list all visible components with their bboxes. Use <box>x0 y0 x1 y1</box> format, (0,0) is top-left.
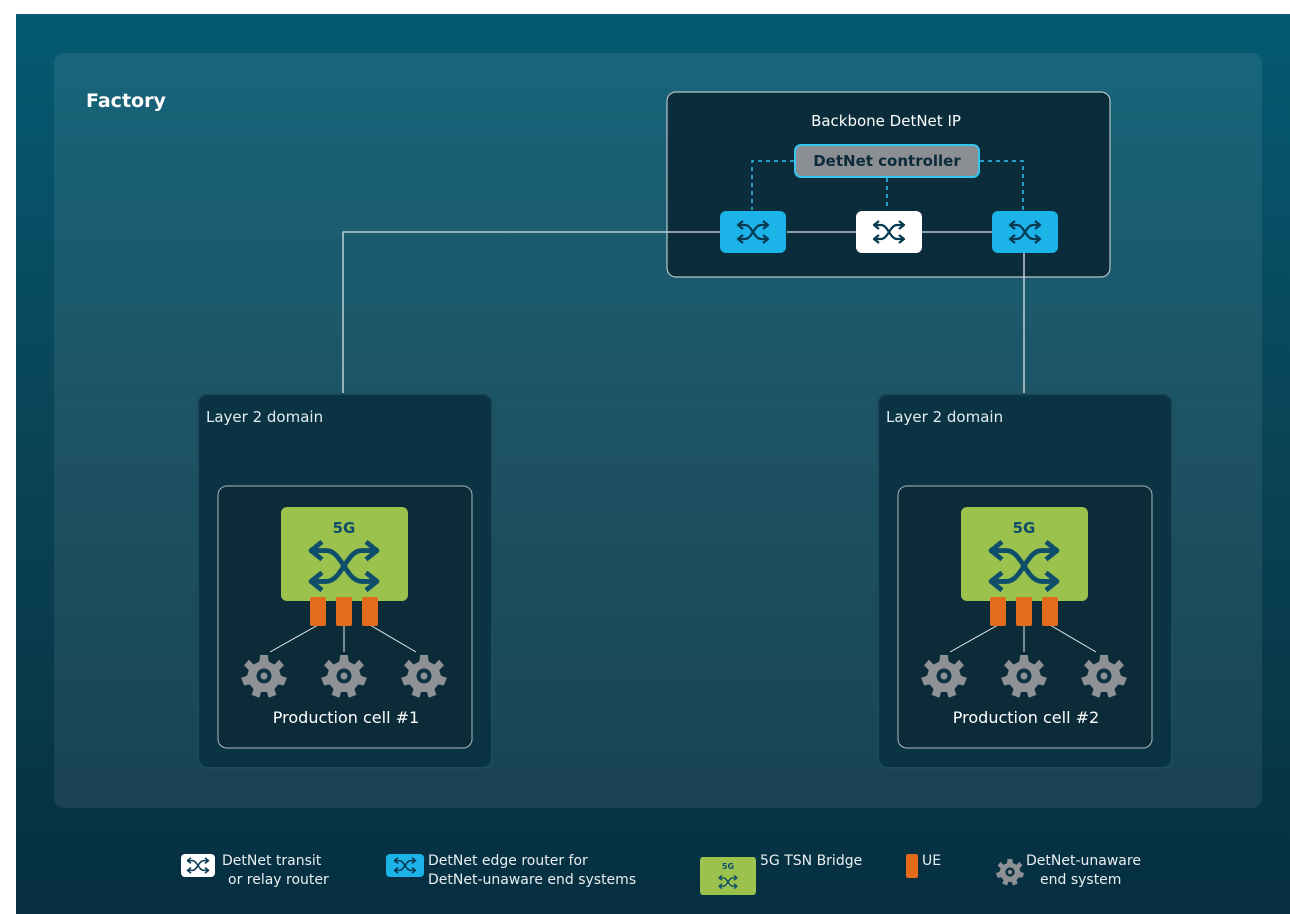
legend-tsn-bridge: 5G TSN Bridge <box>760 853 863 869</box>
legend-gear-icon <box>995 858 1025 886</box>
bridge-badge-2: 5G <box>1013 519 1036 537</box>
production-cell-label-1: Production cell #1 <box>272 708 420 727</box>
ue-group-1 <box>310 597 378 626</box>
legend-transit-router: DetNet transit or relay router <box>222 852 362 890</box>
control-links <box>751 160 1024 210</box>
layer2-domain-label-2: Layer 2 domain <box>886 408 1004 426</box>
legend-edge-line1: DetNet edge router for <box>428 853 588 869</box>
ue-group-2 <box>990 597 1058 626</box>
layer2-domain-label-1: Layer 2 domain <box>206 408 324 426</box>
legend-5g-bridge-icon: 5G <box>700 857 756 895</box>
legend-ue: UE <box>922 853 942 869</box>
detnet-controller: DetNet controller <box>794 144 980 178</box>
backbone-title: Backbone DetNet IP <box>811 112 961 130</box>
5g-tsn-bridge-2: 5G <box>961 507 1088 601</box>
legend-transit-router-icon <box>181 854 215 877</box>
production-cell-label-2: Production cell #2 <box>952 708 1100 727</box>
5g-tsn-bridge-1: 5G <box>281 507 408 601</box>
legend-end-line1: DetNet-unaware <box>1026 853 1141 869</box>
legend-transit-line1: DetNet transit <box>222 853 322 869</box>
ue-links-2 <box>949 624 1097 653</box>
factory-title: Factory <box>86 90 166 112</box>
legend-transit-line2: or relay router <box>228 872 329 888</box>
legend-end-line2: end system <box>1040 872 1122 888</box>
legend-ue-icon <box>906 854 918 878</box>
ue-links-1 <box>269 624 417 653</box>
transit-router <box>856 211 922 253</box>
legend-end-system: DetNet-unaware end system <box>1026 852 1166 890</box>
diagram-drawing: 5G 5G 5G <box>54 53 1262 895</box>
bridge-badge-1: 5G <box>333 519 356 537</box>
legend-bridge-badge: 5G <box>722 862 734 871</box>
edge-router-left <box>720 211 786 253</box>
legend-edge-router-icon <box>386 854 424 877</box>
legend-edge-line2: DetNet-unaware end systems <box>428 872 637 888</box>
legend-edge-router: DetNet edge router for DetNet-unaware en… <box>428 852 668 890</box>
diagram-canvas: 5G 5G 5G <box>16 14 1290 914</box>
edge-router-right <box>992 211 1058 253</box>
